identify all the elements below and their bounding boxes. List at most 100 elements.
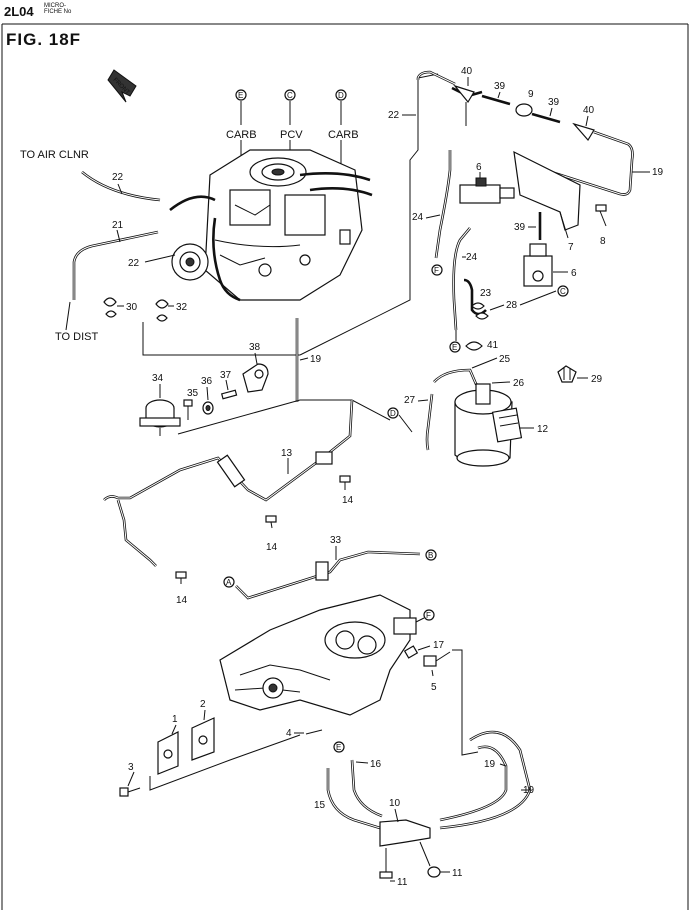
part-callout-38: 38 (249, 342, 261, 353)
part-callout-11: 11 (397, 877, 408, 888)
part-callout-40: 40 (461, 66, 473, 77)
connector-b-right: B (428, 551, 433, 560)
part-callout-22: 22 (112, 172, 124, 183)
part-callout-24: 24 (412, 212, 424, 223)
carburetor-assembly: 22 (128, 149, 373, 302)
bolt-14-b: 14 (265, 515, 278, 553)
intake-manifold: F (219, 594, 435, 716)
bracket-7: 7 (513, 150, 581, 253)
plug-17: 17 (403, 640, 445, 659)
part-callout-33: 33 (330, 535, 342, 546)
part-callout-12: 12 (537, 424, 549, 435)
fitting-5: 5 (423, 651, 451, 693)
part-callout-32: 32 (176, 302, 188, 313)
bolt-3: 3 (119, 762, 141, 797)
gasket-1: 1 (157, 714, 179, 775)
part-callout-14: 14 (176, 595, 188, 606)
clamp-30: 30 (103, 297, 138, 318)
vsv-6-lower: 6 (523, 243, 577, 287)
part-callout-23: 23 (480, 288, 492, 299)
part-callout-6: 6 (476, 162, 482, 173)
part-callout-6: 6 (571, 268, 577, 279)
part-callout-9: 9 (528, 89, 534, 100)
gasket-2: 2 (191, 699, 215, 761)
part-callout-26: 26 (513, 378, 525, 389)
part-callout-22: 22 (388, 110, 400, 121)
caption-to-air-clnr: TO AIR CLNR (20, 149, 89, 161)
part-callout-40: 40 (583, 105, 595, 116)
bolt-14-c: 14 (175, 571, 188, 606)
part-callout-19: 19 (310, 354, 322, 365)
part-callout-8: 8 (600, 236, 606, 247)
bolt-8: 8 (595, 204, 607, 247)
part-callout-27: 27 (404, 395, 416, 406)
microfiche-label: MICRO- FICHE No (44, 3, 71, 15)
part-callout-41: 41 (487, 340, 499, 351)
part-callout-19: 19 (484, 759, 496, 770)
clamp-32: 32 (155, 299, 188, 322)
caption-to-dist: TO DIST (55, 331, 98, 343)
part-callout-37: 37 (220, 370, 232, 381)
connector-a-left: A (226, 578, 232, 587)
connector-e-top: E (238, 91, 243, 100)
part-callout-16: 16 (370, 759, 382, 770)
microfiche-line-2: FICHE No (44, 9, 72, 15)
part-callout-36: 36 (201, 376, 213, 387)
part-callout-30: 30 (126, 302, 138, 313)
connector-e-mid: E (452, 343, 457, 352)
part-callout-5: 5 (431, 682, 437, 693)
part-callout-4: 4 (286, 728, 292, 739)
bolt-14-a: 14 (339, 475, 354, 506)
part-callout-11: 11 (452, 868, 463, 879)
lower-hoses: E 15 16 19 19 (314, 730, 535, 830)
connector-d-top: D (338, 91, 344, 100)
hose-23: 23 (463, 278, 492, 320)
part-callout-39: 39 (494, 81, 506, 92)
pin-37: 37 (220, 370, 238, 400)
hose-21-to-distributor: 21 (65, 220, 159, 331)
top-right-hose-run: 22 40 39 9 39 40 19 (388, 66, 664, 196)
clip-41: 41 (465, 340, 499, 351)
charcoal-canister-12: 12 (454, 383, 549, 467)
part-callout-39: 39 (548, 97, 560, 108)
part-callout-34: 34 (152, 373, 164, 384)
part-callout-10: 10 (389, 798, 401, 809)
connector-e-bottom: E (336, 743, 341, 752)
pipe-33: A B 33 (223, 535, 437, 600)
part-callout-14: 14 (266, 542, 278, 553)
hose-22-air-cleaner: 22 (81, 170, 161, 202)
part-callout-19: 19 (652, 167, 664, 178)
connector-d-mid: D (390, 409, 396, 418)
part-callout-14: 14 (342, 495, 354, 506)
hoses-25-26-27: 25 26 27 D (387, 354, 525, 451)
hose-19-vertical: 19 (295, 318, 322, 402)
bracket-10: 10 (379, 798, 431, 847)
stud-4: 4 (286, 728, 323, 739)
part-callout-28: 28 (506, 300, 518, 311)
hose-39-lower: 39 (514, 212, 542, 240)
connector-28: 28 C (489, 285, 569, 311)
caption-carb-2: CARB (328, 129, 359, 141)
actuator-34: 34 (139, 373, 181, 436)
connector-f-left: F (434, 266, 439, 275)
part-callout-22: 22 (128, 258, 140, 269)
front-direction-arrow: FRONT (107, 69, 137, 103)
bolt-11-a: 11 (379, 848, 408, 888)
part-callout-25: 25 (499, 354, 511, 365)
washer-36: 36 (201, 376, 214, 415)
figure-title: FIG. 18F (6, 30, 82, 49)
microfiche-line-1: MICRO- (44, 3, 66, 9)
part-callout-1: 1 (172, 714, 178, 725)
part-callout-13: 13 (281, 448, 293, 459)
caption-carb-1: CARB (226, 129, 257, 141)
part-callout-7: 7 (568, 242, 574, 253)
part-callout-24: 24 (466, 252, 478, 263)
bolt-35: 35 (183, 388, 199, 420)
part-callout-29: 29 (591, 374, 603, 385)
clamp-29: 29 (557, 365, 603, 385)
pipe-13: 13 (103, 399, 354, 567)
vsv-6-upper: 6 (459, 162, 515, 204)
connector-c-top: C (287, 91, 293, 100)
